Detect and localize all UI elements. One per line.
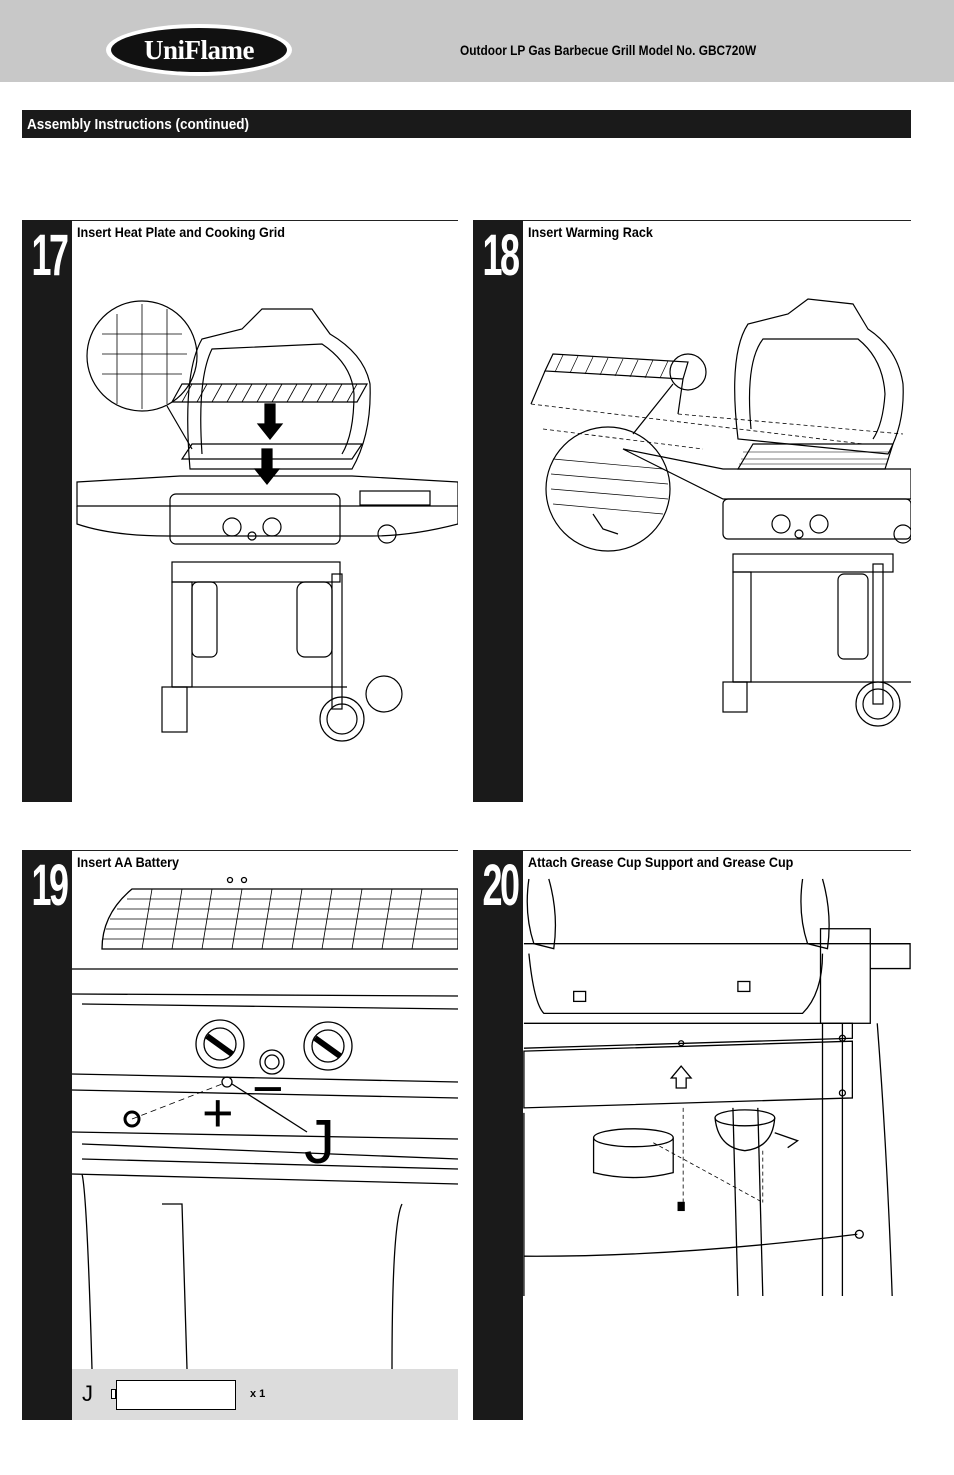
step-rule: [72, 220, 458, 221]
step-rule: [523, 220, 911, 221]
parts-legend: J x 1: [72, 1369, 458, 1420]
step-19: 19 Insert AA Battery: [22, 850, 458, 1420]
document-title: Outdoor LP Gas Barbecue Grill Model No. …: [460, 43, 757, 58]
step-number: 17: [31, 223, 70, 288]
step-rule: [72, 850, 458, 851]
step-number: 18: [482, 223, 521, 288]
step-number-column: 19: [22, 850, 72, 1420]
section-heading-bar: Assembly Instructions (continued): [22, 110, 911, 138]
uniflame-logo: UniFlame: [104, 22, 294, 78]
minus-symbol: −: [252, 1059, 284, 1119]
step-number: 19: [31, 853, 70, 918]
header-bar: UniFlame Outdoor LP Gas Barbecue Grill M…: [0, 0, 954, 82]
step-18: 18 Insert Warming Rack: [473, 220, 911, 802]
aa-battery-icon: [116, 1380, 236, 1410]
step-title: Insert Heat Plate and Cooking Grid: [77, 224, 285, 240]
logo-text: UniFlame: [144, 35, 255, 65]
part-letter: J: [82, 1381, 93, 1406]
step-number-column: 20: [473, 850, 523, 1420]
battery-install-illustration: + − J: [72, 874, 458, 1369]
step-title: Insert AA Battery: [77, 854, 179, 870]
section-title: Assembly Instructions (continued): [27, 116, 250, 133]
step-17: 17 Insert Heat Plate and Cooking Grid: [22, 220, 458, 802]
part-j-label: J: [304, 1108, 335, 1177]
grease-cup-illustration: [523, 874, 911, 1296]
step-number: 20: [482, 853, 521, 918]
step-20: 20 Attach Grease Cup Support and Grease …: [473, 850, 911, 1420]
battery-terminal: [111, 1389, 116, 1399]
step-number-column: 18: [473, 220, 523, 802]
step-title: Insert Warming Rack: [528, 224, 653, 240]
step-title: Attach Grease Cup Support and Grease Cup: [528, 854, 794, 870]
part-quantity: x 1: [250, 1388, 266, 1400]
step-number-column: 17: [22, 220, 72, 802]
step-rule: [523, 850, 911, 851]
plus-symbol: +: [202, 1083, 234, 1143]
grill-warming-rack-illustration: [523, 244, 911, 802]
grill-heat-plate-illustration: [72, 244, 458, 802]
